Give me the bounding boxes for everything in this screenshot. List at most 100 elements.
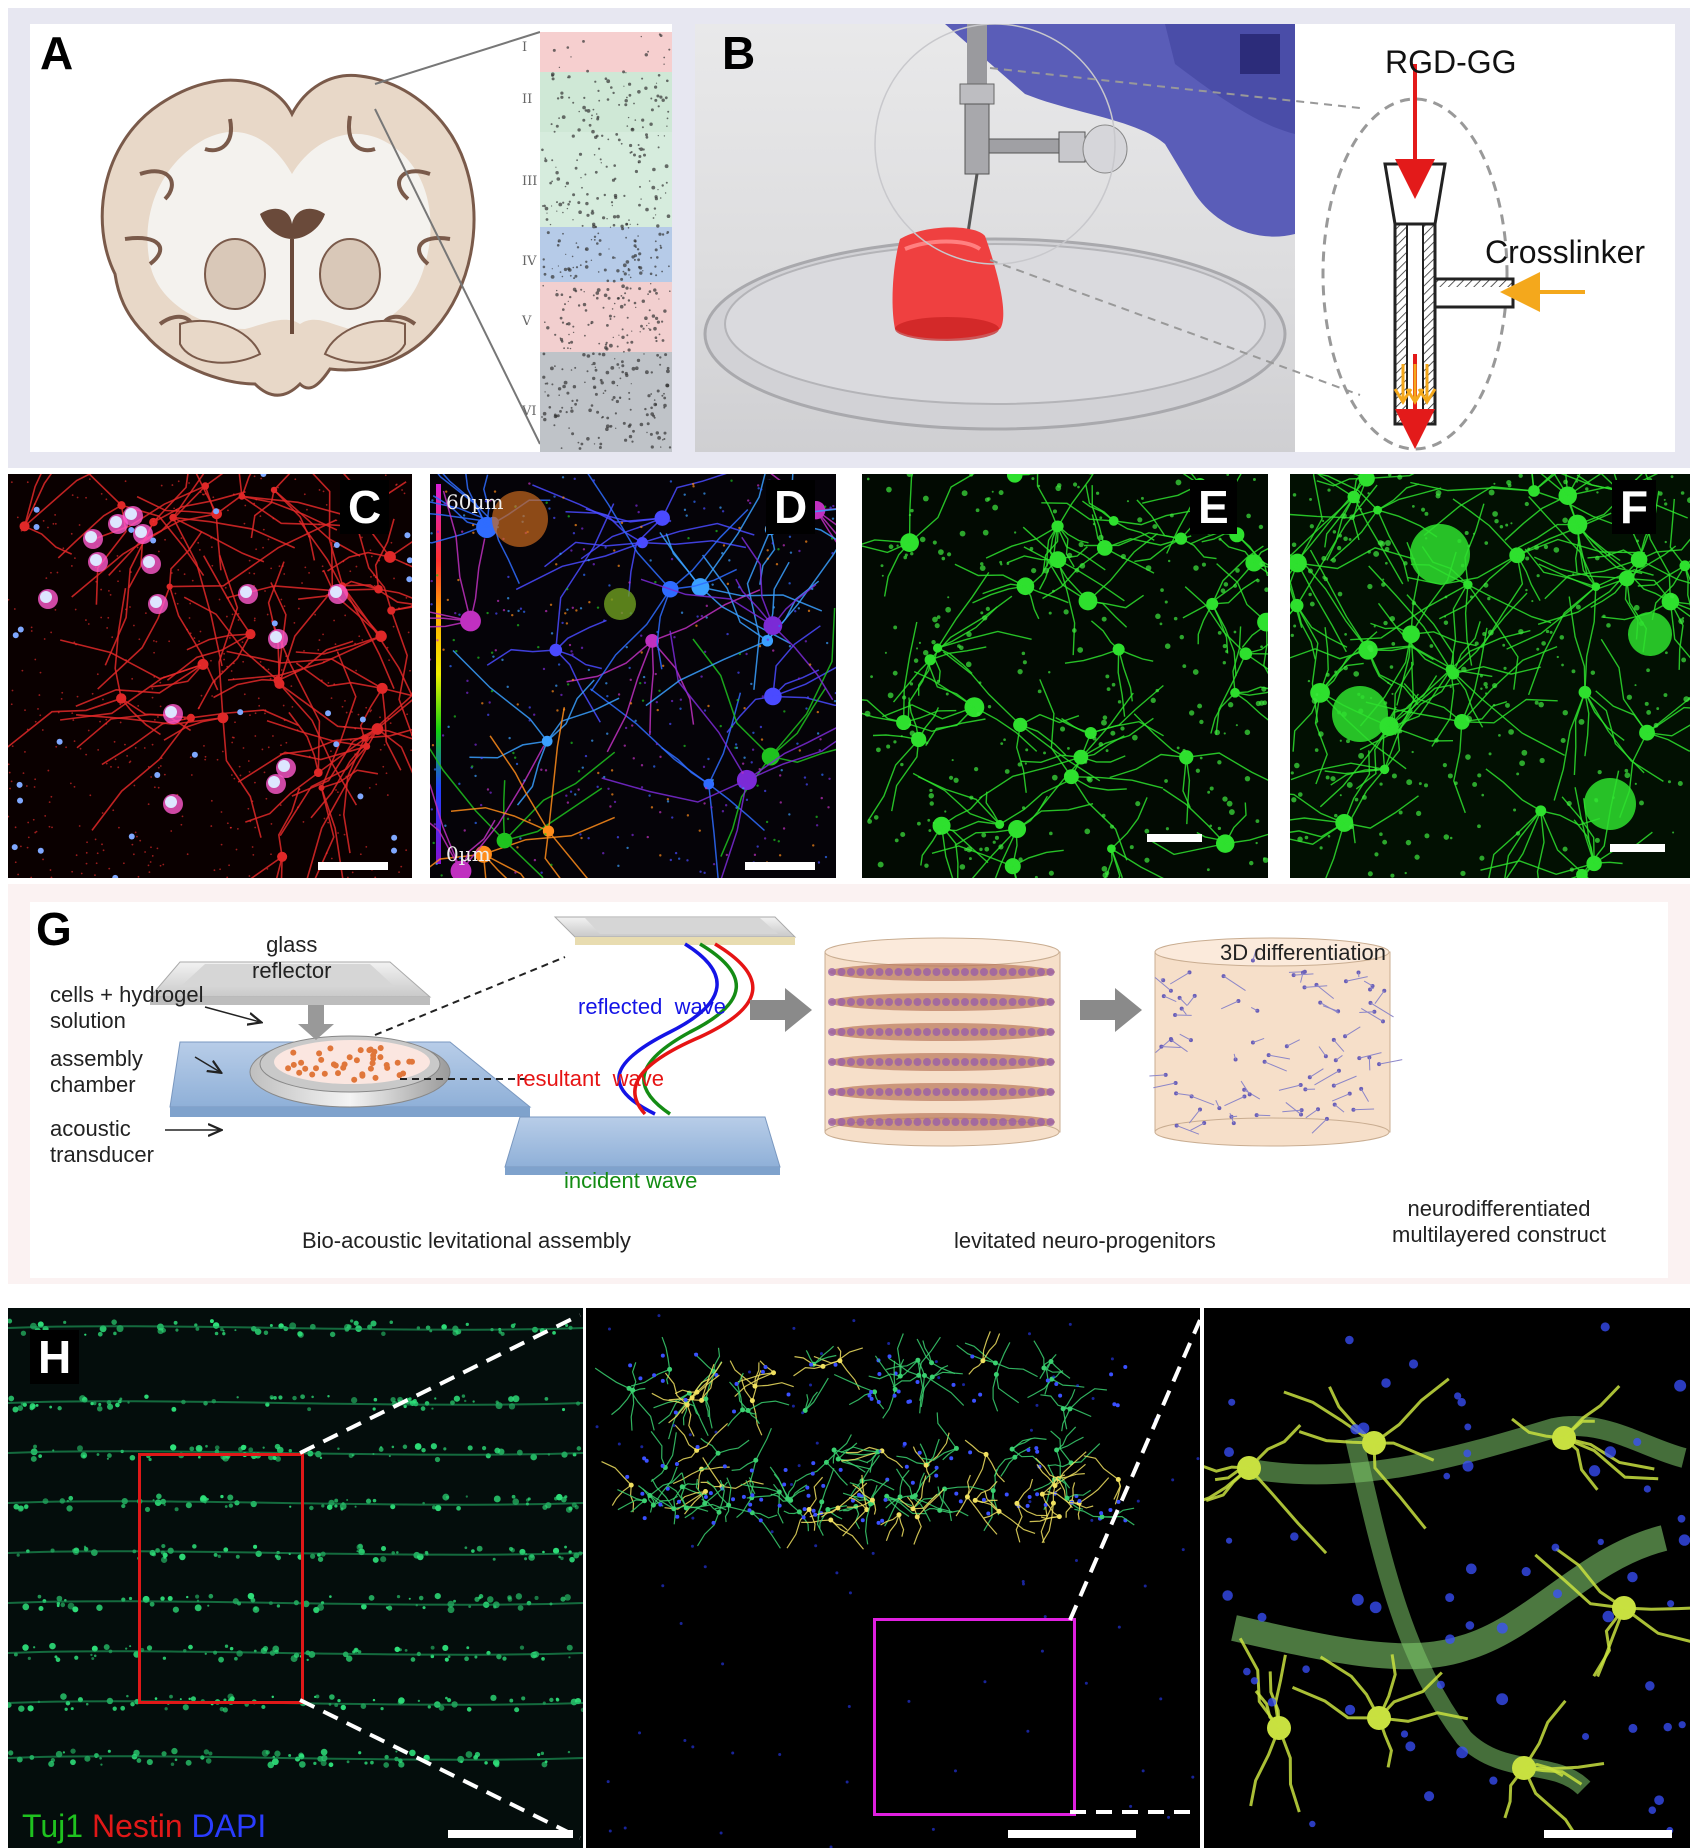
cell-dot xyxy=(904,968,912,976)
speckle xyxy=(1003,738,1006,742)
dapi-nucleus xyxy=(1496,1693,1509,1706)
stripe-cell xyxy=(431,1505,436,1510)
dapi-nucleus xyxy=(760,1369,765,1374)
neurite xyxy=(1531,474,1535,492)
neurite xyxy=(1210,692,1236,734)
speckle xyxy=(1290,633,1294,638)
speckle xyxy=(731,1751,735,1755)
speckle xyxy=(640,525,643,529)
speckle xyxy=(1539,757,1545,764)
dapi-nucleus xyxy=(732,1409,737,1414)
neurite xyxy=(793,1365,824,1377)
speckle xyxy=(1192,669,1199,675)
neuron-node xyxy=(1331,1083,1336,1088)
neurite xyxy=(1324,768,1385,775)
neurite xyxy=(1071,775,1164,789)
neurite xyxy=(726,1477,732,1506)
speckle xyxy=(204,758,207,761)
speckle xyxy=(959,530,966,537)
dapi-nucleus xyxy=(33,524,40,531)
neuron-dot xyxy=(582,353,586,357)
cell-dot xyxy=(316,1050,323,1057)
neuron-dot xyxy=(625,72,627,74)
neuron-dot xyxy=(637,144,640,146)
stripe-cell xyxy=(514,1707,520,1713)
speckle xyxy=(1670,475,1674,479)
cell-dot xyxy=(346,1054,353,1061)
stripe-cell xyxy=(220,1494,224,1499)
speckle xyxy=(721,810,725,813)
cell-dot xyxy=(327,1045,334,1052)
speckle xyxy=(41,729,44,731)
speckle xyxy=(138,638,141,641)
dapi-nucleus xyxy=(1667,1600,1675,1608)
dapi-nucleus xyxy=(763,1364,768,1369)
neurite xyxy=(1035,1457,1059,1480)
cell-body xyxy=(1004,858,1021,875)
cell-dot xyxy=(290,1049,297,1056)
panel-e-label: E xyxy=(1190,480,1237,534)
speckle xyxy=(648,730,652,734)
speckle xyxy=(1658,491,1663,496)
stripe-cell xyxy=(372,1556,379,1563)
speckle xyxy=(1214,729,1220,736)
stripe-cell xyxy=(350,1397,358,1404)
speckle xyxy=(1051,774,1058,781)
speckle xyxy=(812,844,815,847)
speckle xyxy=(540,768,543,771)
neuron-dot xyxy=(583,96,586,99)
neurite xyxy=(862,699,904,724)
speckle xyxy=(1218,537,1222,541)
speckle xyxy=(696,615,699,618)
neurite xyxy=(1113,520,1155,541)
speckle xyxy=(248,572,251,574)
neurite xyxy=(317,699,412,774)
neurite xyxy=(555,649,602,670)
neuron-dot xyxy=(656,353,659,357)
speckle xyxy=(928,829,932,832)
stripe-cell xyxy=(223,1698,227,1702)
speckle xyxy=(242,747,245,749)
speckle xyxy=(199,664,202,667)
neurite xyxy=(920,825,943,866)
cell-dot xyxy=(866,1028,874,1036)
neurite xyxy=(773,1483,800,1513)
speckle xyxy=(1321,555,1327,561)
neurite xyxy=(1378,1059,1403,1065)
neurite xyxy=(364,728,412,739)
neuron-dot xyxy=(566,207,569,210)
neuron-dot xyxy=(605,370,610,375)
layer-label: IV xyxy=(522,254,537,269)
dapi-nucleus xyxy=(838,1467,843,1472)
panel-a: I II III IV V VI xyxy=(30,24,672,452)
stripe-cell xyxy=(8,1750,14,1756)
speckle xyxy=(101,843,103,846)
speckle xyxy=(1664,540,1667,544)
neuron-dot xyxy=(571,432,575,436)
speckle xyxy=(1561,663,1564,667)
neurite xyxy=(1536,810,1545,878)
neurite xyxy=(24,525,73,555)
stripe-cell xyxy=(329,1595,332,1598)
neurite xyxy=(1136,499,1182,540)
speckle xyxy=(365,845,368,848)
stripe-cell xyxy=(195,1327,200,1331)
speckle xyxy=(218,598,221,601)
dapi-nucleus xyxy=(694,1352,699,1357)
neurite xyxy=(1046,526,1058,567)
bioprinting-photo xyxy=(703,24,1295,431)
speckle xyxy=(760,738,764,741)
speckle xyxy=(279,804,282,807)
speckle xyxy=(1228,809,1235,815)
speckle xyxy=(915,647,919,650)
speckle xyxy=(1488,752,1492,756)
stripe-cell xyxy=(404,1648,408,1652)
neurite xyxy=(1047,1462,1072,1468)
neuron-dot xyxy=(556,289,558,292)
speckle xyxy=(796,742,799,745)
speckle xyxy=(1670,594,1675,599)
stripe-cell xyxy=(576,1446,582,1451)
speckle xyxy=(994,835,999,840)
neurite xyxy=(727,1409,744,1427)
dapi-nucleus xyxy=(1405,1741,1416,1752)
